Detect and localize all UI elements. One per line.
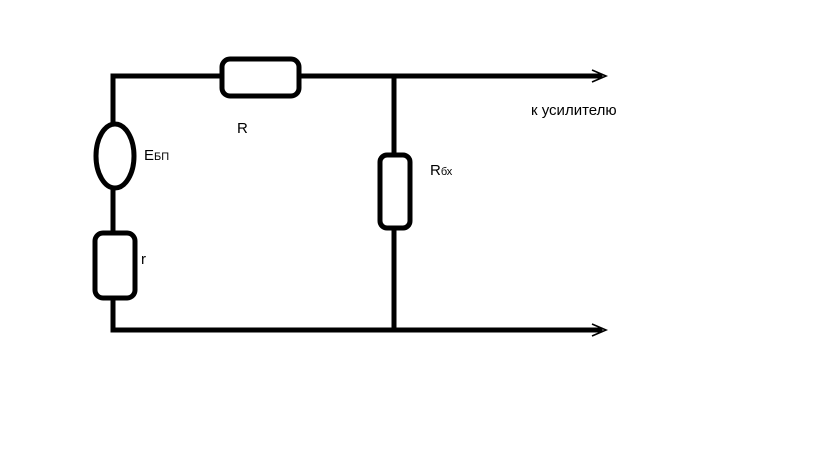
label-resistor-r: R bbox=[237, 120, 248, 137]
arrow-bottom-icon bbox=[591, 323, 609, 337]
label-internal-r: r bbox=[141, 251, 146, 268]
arrow-top-icon bbox=[591, 69, 609, 83]
source-emf bbox=[93, 121, 137, 191]
resistor-internal-r bbox=[92, 230, 138, 301]
label-input-rbx: Rбх bbox=[430, 162, 453, 179]
resistor-input-rbx bbox=[377, 152, 413, 231]
label-output-caption: к усилителю bbox=[531, 102, 617, 119]
label-source-emf: EБП bbox=[144, 147, 169, 164]
resistor-r-series bbox=[219, 56, 302, 99]
